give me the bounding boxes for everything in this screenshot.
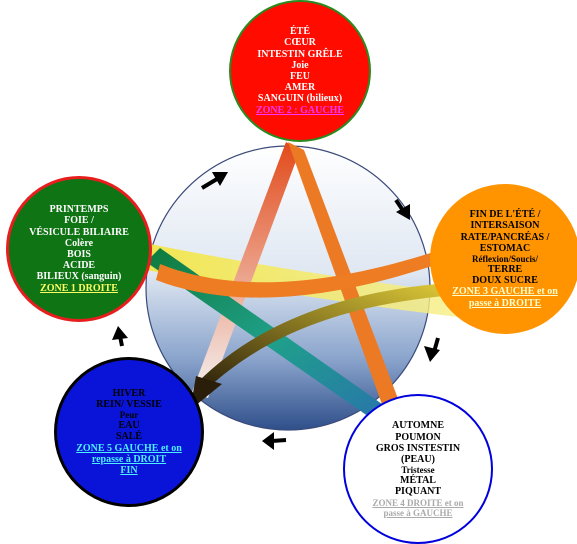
cycle-arrow-fin-ete-automne [424,337,440,362]
hiver-line: SALÉ [115,431,143,443]
cycle-arrow-printemps-ete [200,172,228,190]
hiver-zone-link[interactable]: FIN [120,465,138,476]
fin-ete-zone-link[interactable]: passe à DROITE [468,297,542,309]
fin-ete-zone-link[interactable]: ZONE 3 GAUCHE et on [452,286,558,298]
ete-zone-link[interactable]: ZONE 2 : GAUCHE [255,104,345,116]
hiver-line: HIVER [112,387,146,399]
fin-ete-line: RATE/PANCRÉAS / [460,231,550,243]
printemps-line: VÉSICULE BILIAIRE [29,226,129,238]
automne-line: MÉTAL [400,475,436,487]
fin-ete-line: INTERSAISON [470,220,540,232]
node-hiver: HIVER REIN/ VESSIE Peur EAU SALÉ ZONE 5 … [54,357,204,507]
printemps-line: Colère [64,237,94,249]
automne-line: GROS INSTESTIN [375,442,461,454]
ete-line: ÉTÉ [289,26,310,38]
ete-line: INTESTIN GRÊLE [257,48,343,60]
automne-zone-link[interactable]: passe à GAUCHE [383,507,453,518]
printemps-line: ACIDE [62,260,96,272]
fin-ete-line: TERRE [487,264,523,276]
printemps-line: BOIS [67,249,91,260]
printemps-line: FOIE / [64,215,94,227]
hiver-zone-link[interactable]: ZONE 5 GAUCHE et on [76,442,182,454]
ete-line: CŒUR [284,37,316,49]
automne-line: POUMON [395,431,441,443]
fin-ete-line: Réflexion/Soucis/ [471,253,538,264]
automne-zone-link[interactable]: ZONE 4 DROITE et on [372,497,464,508]
cycle-arrow-hiver-printemps [112,326,128,347]
printemps-line: BILIEUX (sanguin) [36,271,122,283]
cycle-arrow-ete-fin-ete [394,198,410,220]
automne-line: (PEAU) [401,453,435,465]
cycle-arrow-automne-hiver [262,432,287,450]
printemps-zone-link[interactable]: ZONE 1 DROITE [40,282,118,294]
ete-line: FEU [290,71,310,82]
hiver-line: EAU [118,420,140,432]
brown-curve-arrowhead [190,376,222,410]
automne-line: PIQUANT [394,486,442,498]
node-printemps: PRINTEMPS FOIE / VÉSICULE BILIAIRE Colèr… [6,176,152,322]
hiver-line: Peur [119,410,139,421]
node-ete: ÉTÉ CŒUR INTESTIN GRÊLE Joie FEU AMER SA… [229,0,371,142]
ete-line: Joie [291,59,309,71]
node-automne: AUTOMNE POUMON GROS INSTESTIN (PEAU) Tri… [343,394,493,544]
hiver-line: REIN/ VESSIE [96,398,162,410]
fin-ete-line: DOUX SUCRE [472,275,538,287]
automne-line: Tristesse [401,465,435,476]
ete-line: AMER [284,82,316,94]
ete-line: SANGUIN (bilieux) [257,93,343,105]
star-stroke-red-white [192,142,300,398]
orange-curve-arrow [156,238,470,298]
hiver-zone-link[interactable]: repasse à DROIT [91,453,167,465]
fin-ete-line: FIN DE L'ÉTÉ / [469,209,541,221]
printemps-line: PRINTEMPS [49,204,109,216]
node-fin-ete: FIN DE L'ÉTÉ / INTERSAISON RATE/PANCRÉAS… [430,184,577,334]
automne-line: AUTOMNE [391,420,445,432]
fin-ete-line: ESTOMAC [479,242,531,254]
